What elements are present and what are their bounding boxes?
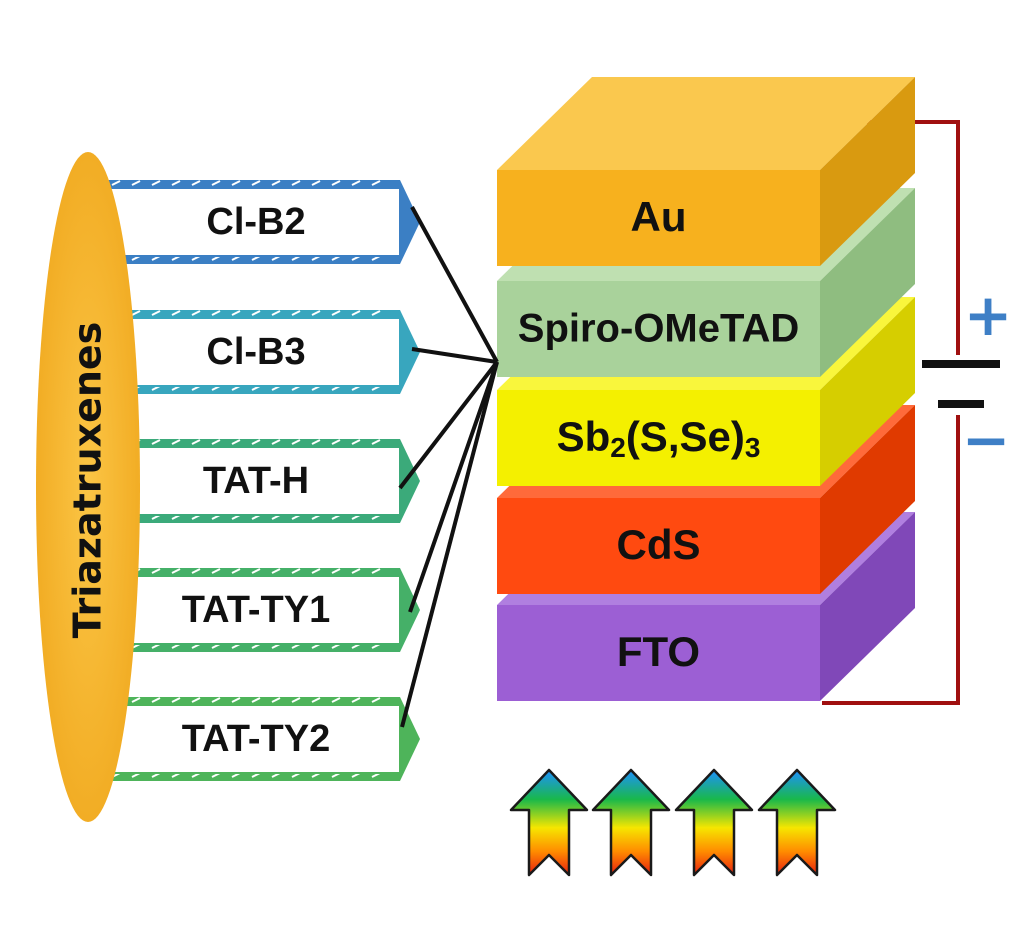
light-arrow-1 bbox=[591, 768, 671, 877]
layer-front-face bbox=[497, 281, 820, 377]
banner-top-strip bbox=[100, 310, 400, 319]
banner-top-strip bbox=[100, 180, 400, 189]
banner-arrow-tip bbox=[400, 697, 420, 781]
layer-front-face bbox=[497, 390, 820, 486]
layer-side-face bbox=[820, 405, 915, 594]
layer-side-face bbox=[820, 297, 915, 486]
banner-bottom-strip bbox=[100, 514, 400, 523]
banner-top-strip bbox=[100, 439, 400, 448]
banner-arrow-tip bbox=[400, 310, 420, 394]
layer-0: Au bbox=[497, 77, 915, 266]
connector-line-1 bbox=[411, 347, 498, 364]
banner-top-strip bbox=[100, 697, 400, 706]
banner-top-strip bbox=[100, 568, 400, 577]
light-arrow-2 bbox=[674, 768, 754, 877]
device-layer-stack: FTO CdS Sb2(S,Se)3 Spiro-OMeTAD Au bbox=[497, 77, 915, 701]
molecule-banner-0: Cl-B2 bbox=[99, 180, 420, 264]
banner-body bbox=[99, 446, 401, 516]
layer-front-face bbox=[497, 498, 820, 594]
molecule-label: TAT-H bbox=[203, 460, 309, 502]
connector-line-4 bbox=[400, 361, 499, 728]
light-arrow-0 bbox=[509, 768, 589, 877]
banner-bottom-strip bbox=[100, 385, 400, 394]
light-arrow-3 bbox=[757, 768, 837, 877]
incident-light-arrows bbox=[509, 768, 837, 877]
layer-top-face bbox=[497, 77, 915, 170]
molecule-banner-4: TAT-TY2 bbox=[99, 697, 420, 781]
banner-arrow-tip bbox=[400, 180, 420, 264]
layer-label: FTO bbox=[617, 628, 700, 675]
layer-front-face bbox=[497, 170, 820, 266]
layer-label: CdS bbox=[617, 521, 701, 568]
banner-arrow-tip bbox=[400, 439, 420, 523]
banner-bottom-strip bbox=[100, 772, 400, 781]
layer-label: Au bbox=[631, 193, 687, 240]
layer-side-face bbox=[820, 512, 915, 701]
molecule-banner-3: TAT-TY1 bbox=[99, 568, 420, 652]
molecule-banner-1: Cl-B3 bbox=[99, 310, 420, 394]
banner-bottom-strip bbox=[100, 643, 400, 652]
molecule-label: Cl-B2 bbox=[206, 201, 305, 243]
battery-short-plate bbox=[938, 400, 984, 408]
minus-sign: − bbox=[962, 406, 1011, 474]
layer-label: Spiro-OMeTAD bbox=[518, 307, 799, 351]
banner-body bbox=[99, 187, 401, 257]
layer-side-face bbox=[820, 77, 915, 266]
molecule-banner-2: TAT-H bbox=[99, 439, 420, 523]
connector-line-2 bbox=[398, 360, 499, 490]
connector-line-3 bbox=[408, 361, 499, 613]
layer-front-face bbox=[497, 605, 820, 701]
plus-sign: + bbox=[964, 281, 1013, 349]
layer-side-face bbox=[820, 188, 915, 377]
molecule-label: TAT-TY2 bbox=[182, 718, 330, 760]
banner-body bbox=[99, 317, 401, 387]
ellipse-label: Triazatruxenes bbox=[66, 322, 110, 639]
layer-label: Sb2(S,Se)3 bbox=[557, 413, 761, 463]
molecule-label: Cl-B3 bbox=[206, 331, 305, 373]
banner-body bbox=[99, 704, 401, 774]
connector-lines bbox=[398, 206, 499, 728]
banner-bottom-strip bbox=[100, 255, 400, 264]
battery-long-plate bbox=[922, 360, 1000, 368]
molecule-label: TAT-TY1 bbox=[182, 589, 330, 631]
connector-line-0 bbox=[410, 206, 499, 363]
triazatruxenes-ellipse: Triazatruxenes bbox=[36, 152, 140, 822]
